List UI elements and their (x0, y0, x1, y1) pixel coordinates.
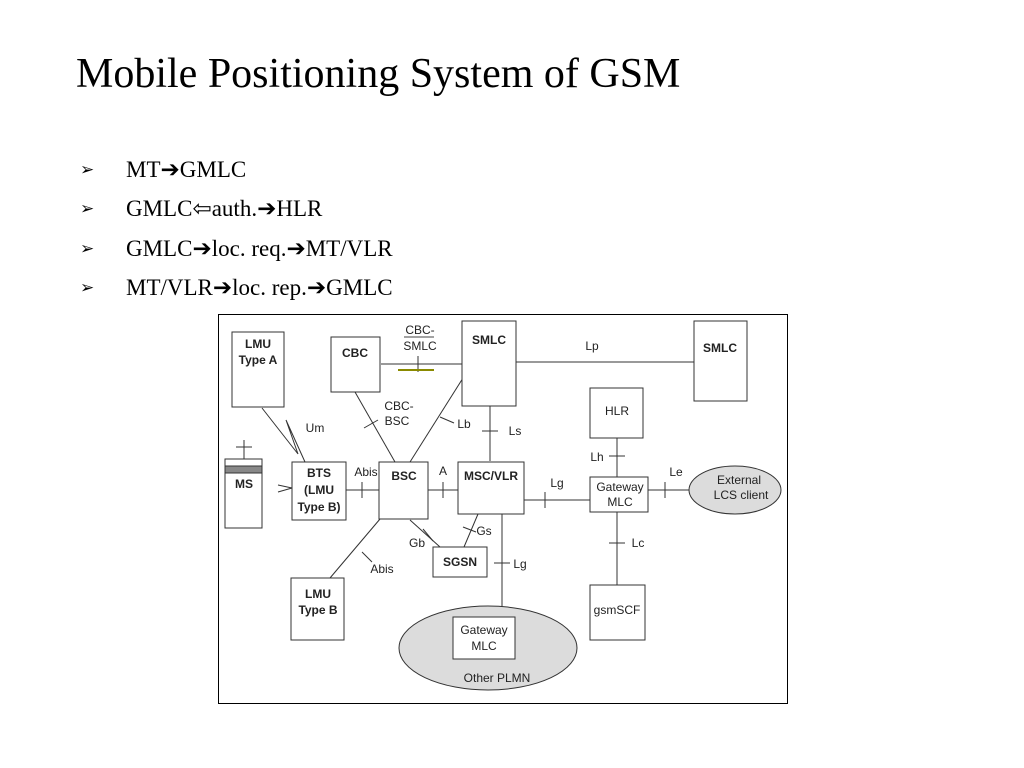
msc-vlr-label: MSC/VLR (464, 469, 518, 483)
bullet-item: ➢ MT➔GMLC (80, 150, 393, 190)
arrowhead-bullet-icon: ➢ (80, 278, 95, 299)
link-cbc-bsc (354, 391, 396, 463)
interface-abis-bottom-label: Abis (370, 562, 393, 576)
link-um-zigzag (261, 407, 306, 463)
sgsn-box (432, 546, 488, 578)
external-lcs-ellipse (688, 465, 782, 515)
ms-label: MS (235, 477, 253, 491)
lmu-a-label: Type A (239, 353, 278, 367)
cbc-box (330, 336, 381, 393)
arrowhead-bullet-icon: ➢ (80, 238, 95, 259)
bullet-text: MT/VLR➔loc. rep.➔GMLC (126, 275, 393, 301)
lmu-a-label: LMU (245, 337, 271, 351)
smlc-main-label: SMLC (472, 333, 506, 347)
smlc-remote-box (693, 320, 748, 402)
smlc-remote-label: SMLC (703, 341, 737, 355)
interface-abis-top-label: Abis (354, 465, 377, 479)
ms-band-gray (224, 465, 263, 474)
bsc-label: BSC (391, 469, 417, 483)
interface-labels: CBC- SMLC Lp Um CBC- BSC Lb Ls Lh Le Abi… (306, 323, 683, 576)
bts-label: Type B) (297, 500, 340, 514)
bullet-text: GMLC➔loc. req.➔MT/VLR (126, 235, 393, 261)
bts-label: (LMU (304, 483, 334, 497)
smlc-main-box (461, 320, 517, 407)
bullet-item: ➢ GMLC➔loc. req.➔MT/VLR (80, 229, 393, 269)
msc-vlr-box (457, 461, 525, 515)
node-boxes (224, 320, 748, 641)
link-bsc-smlc (409, 377, 464, 463)
interface-lh-label: Lh (590, 450, 603, 464)
lmu-type-b-box (290, 577, 345, 641)
link-bsc-sgsn (409, 519, 441, 548)
interface-um-label: Um (306, 421, 325, 435)
bsc-box (378, 461, 429, 520)
gsmscf-label: gsmSCF (594, 603, 641, 617)
interface-gs-label: Gs (476, 524, 491, 538)
hlr-label: HLR (605, 404, 629, 418)
other-gateway-mlc-label: Gateway (460, 623, 507, 637)
interface-ls-label: Ls (509, 424, 522, 438)
interface-cbc-bsc-label: CBC- (384, 399, 413, 413)
interface-lg-right-label: Lg (550, 476, 563, 490)
other-gateway-mlc-label: MLC (471, 639, 497, 653)
interface-gb-label: Gb (409, 536, 425, 550)
external-lcs-label: External (717, 473, 761, 487)
interface-lp-label: Lp (585, 339, 599, 353)
lmu-b-label: Type B (298, 603, 337, 617)
interface-a-label: A (439, 464, 447, 478)
gsmscf-box (589, 584, 646, 641)
interface-cbc-bsc-label: BSC (385, 414, 410, 428)
bullet-item: ➢ MT/VLR➔loc. rep.➔GMLC (80, 269, 393, 309)
bts-label: BTS (307, 466, 331, 480)
bts-box (291, 461, 347, 521)
gateway-mlc-box (589, 476, 649, 513)
arrowhead-bullet-icon: ➢ (80, 199, 95, 220)
bullet-text: MT➔GMLC (126, 156, 247, 182)
bullet-item: ➢ GMLC⇦auth.➔HLR (80, 190, 393, 230)
interface-lb-label: Lb (457, 417, 471, 431)
interface-lc-label: Lc (632, 536, 645, 550)
node-labels: LMU Type A CBC SMLC SMLC HLR MS BTS (LMU… (235, 333, 769, 685)
link-bsc-lmub (329, 518, 381, 579)
other-gateway-mlc-box (452, 616, 516, 660)
gsm-positioning-diagram: LMU Type A CBC SMLC SMLC HLR MS BTS (LMU… (218, 314, 788, 704)
interface-cbc-smlc-label: SMLC (403, 339, 437, 353)
gateway-mlc-label: MLC (607, 495, 633, 509)
hlr-box (589, 387, 644, 439)
interface-le-label: Le (669, 465, 683, 479)
arrowhead-bullet-icon: ➢ (80, 159, 95, 180)
interface-cbc-smlc-label: CBC- (405, 323, 434, 337)
lmu-type-a-box (231, 331, 285, 408)
slide-title: Mobile Positioning System of GSM (76, 51, 681, 97)
bullet-list: ➢ MT➔GMLC ➢ GMLC⇦auth.➔HLR ➢ GMLC➔loc. r… (80, 150, 393, 308)
interface-lg-bottom-label: Lg (513, 557, 526, 571)
sgsn-label: SGSN (443, 555, 477, 569)
bullet-text: GMLC⇦auth.➔HLR (126, 196, 323, 222)
external-lcs-label: LCS client (714, 488, 769, 502)
other-plmn-label: Other PLMN (464, 671, 531, 685)
lmu-b-label: LMU (305, 587, 331, 601)
cbc-label: CBC (342, 346, 368, 360)
gateway-mlc-label: Gateway (596, 480, 643, 494)
